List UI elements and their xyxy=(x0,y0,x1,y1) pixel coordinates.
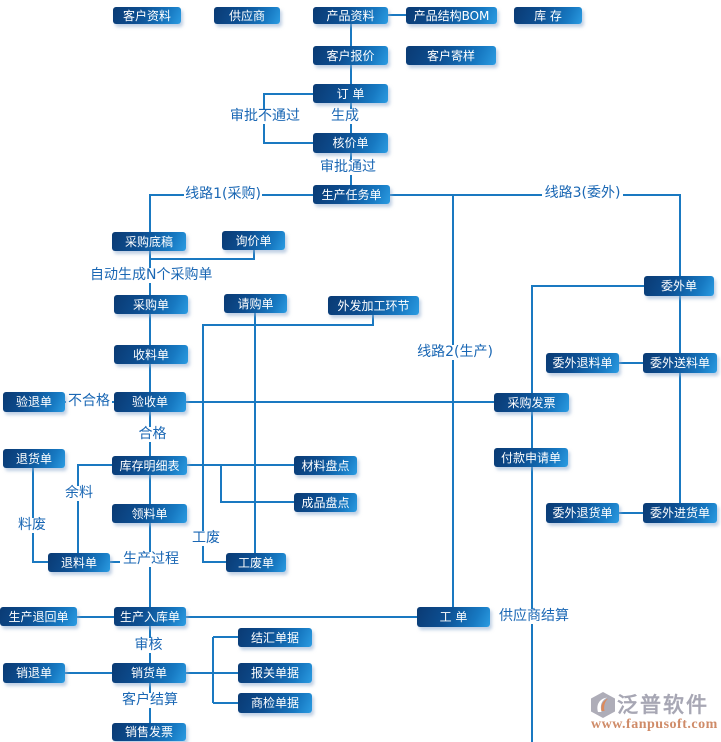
node-order: 订 单 xyxy=(313,84,388,103)
label-unqualified: 不合格 xyxy=(66,393,112,409)
node-settlement-doc: 结汇单据 xyxy=(238,628,312,647)
node-production-in: 生产入库单 xyxy=(114,607,186,626)
label-auto-generate: 自动生成N个采购单 xyxy=(90,267,213,283)
node-inventory: 库 存 xyxy=(514,7,582,24)
node-inquiry: 询价单 xyxy=(222,231,285,250)
node-sales-return: 销退单 xyxy=(3,663,65,683)
node-customer-data: 客户资料 xyxy=(113,7,181,24)
node-product-bom: 产品结构BOM xyxy=(406,7,497,24)
label-line1-purchase: 线路1(采购) xyxy=(184,186,262,202)
node-work-waste-order: 工废单 xyxy=(226,553,286,572)
label-line3-outsource: 线路3(委外) xyxy=(542,186,623,201)
node-outsourced-processing: 外发加工环节 xyxy=(328,296,419,315)
node-production-task: 生产任务单 xyxy=(313,185,390,204)
label-audit: 审核 xyxy=(132,638,165,653)
node-supplier: 供应商 xyxy=(214,7,280,24)
label-work-scrap: 工废 xyxy=(190,530,222,546)
node-customer-quote: 客户报价 xyxy=(313,46,388,65)
node-payment-request: 付款申请单 xyxy=(494,448,568,467)
node-outsource-material-return: 委外退料单 xyxy=(546,353,619,373)
node-outsource-goods-return: 委外退货单 xyxy=(546,503,619,523)
node-acceptance: 验收单 xyxy=(114,392,186,412)
label-supplier-settlement: 供应商结算 xyxy=(495,609,573,624)
connector-scrap-route xyxy=(32,468,48,563)
node-customs-doc: 报关单据 xyxy=(238,663,312,683)
label-production-process: 生产过程 xyxy=(120,552,182,567)
node-goods-return: 退货单 xyxy=(3,449,65,468)
watermark: 泛普软件 www.fanpusoft.com xyxy=(591,692,718,732)
connector-finished-count-elbow xyxy=(220,465,294,503)
node-outsource-material-send: 委外送料单 xyxy=(643,353,717,373)
node-finished-count: 成品盘点 xyxy=(294,493,357,512)
node-material-return: 退料单 xyxy=(48,553,110,572)
node-customer-sample: 客户寄样 xyxy=(406,46,496,65)
node-receiving: 收料单 xyxy=(114,345,188,364)
label-qualified: 合格 xyxy=(136,427,169,442)
label-material-scrap: 料废 xyxy=(16,517,48,533)
connector-export-docs-route xyxy=(186,636,238,704)
label-surplus-material: 余料 xyxy=(63,485,95,501)
node-production-return: 生产退回单 xyxy=(0,607,77,626)
node-work-order: 工 单 xyxy=(417,607,490,627)
node-purchase-order: 采购单 xyxy=(114,295,188,314)
node-material-count: 材料盘点 xyxy=(294,456,357,475)
connector-outsourced-processing-route xyxy=(202,315,374,563)
node-material-requisition: 领料单 xyxy=(112,504,187,523)
node-outsource-goods-in: 委外进货单 xyxy=(643,503,717,523)
node-sales-order: 销货单 xyxy=(112,663,186,683)
node-purchase-invoice: 采购发票 xyxy=(494,393,569,412)
label-approve-fail: 审批不通过 xyxy=(227,109,303,124)
label-customer-settlement: 客户结算 xyxy=(120,692,180,708)
node-price-check: 核价单 xyxy=(313,133,388,153)
connector-inquiry-elbow xyxy=(151,250,255,260)
label-approve-pass: 审批通过 xyxy=(317,160,379,175)
connector-surplus-route xyxy=(77,464,112,553)
node-purchase-draft: 采购底稿 xyxy=(112,232,186,251)
node-purchase-request: 请购单 xyxy=(224,294,287,313)
connector-outsource-invoice-elbow xyxy=(531,285,644,742)
watermark-brand: 泛普软件 xyxy=(617,693,709,717)
label-line2-production: 线路2(生产) xyxy=(416,344,494,360)
connector-line3-outsource xyxy=(390,194,681,276)
node-inspection-return: 验退单 xyxy=(3,392,65,412)
label-generate: 生成 xyxy=(329,108,361,124)
node-inventory-detail: 库存明细表 xyxy=(112,456,187,475)
node-product-data: 产品资料 xyxy=(313,7,388,24)
node-sales-invoice: 销售发票 xyxy=(112,723,186,741)
node-inspection-doc: 商检单据 xyxy=(238,693,312,713)
node-outsource-order: 委外单 xyxy=(644,276,714,296)
fanpu-logo-icon xyxy=(591,692,615,718)
watermark-url: www.fanpusoft.com xyxy=(591,717,718,732)
